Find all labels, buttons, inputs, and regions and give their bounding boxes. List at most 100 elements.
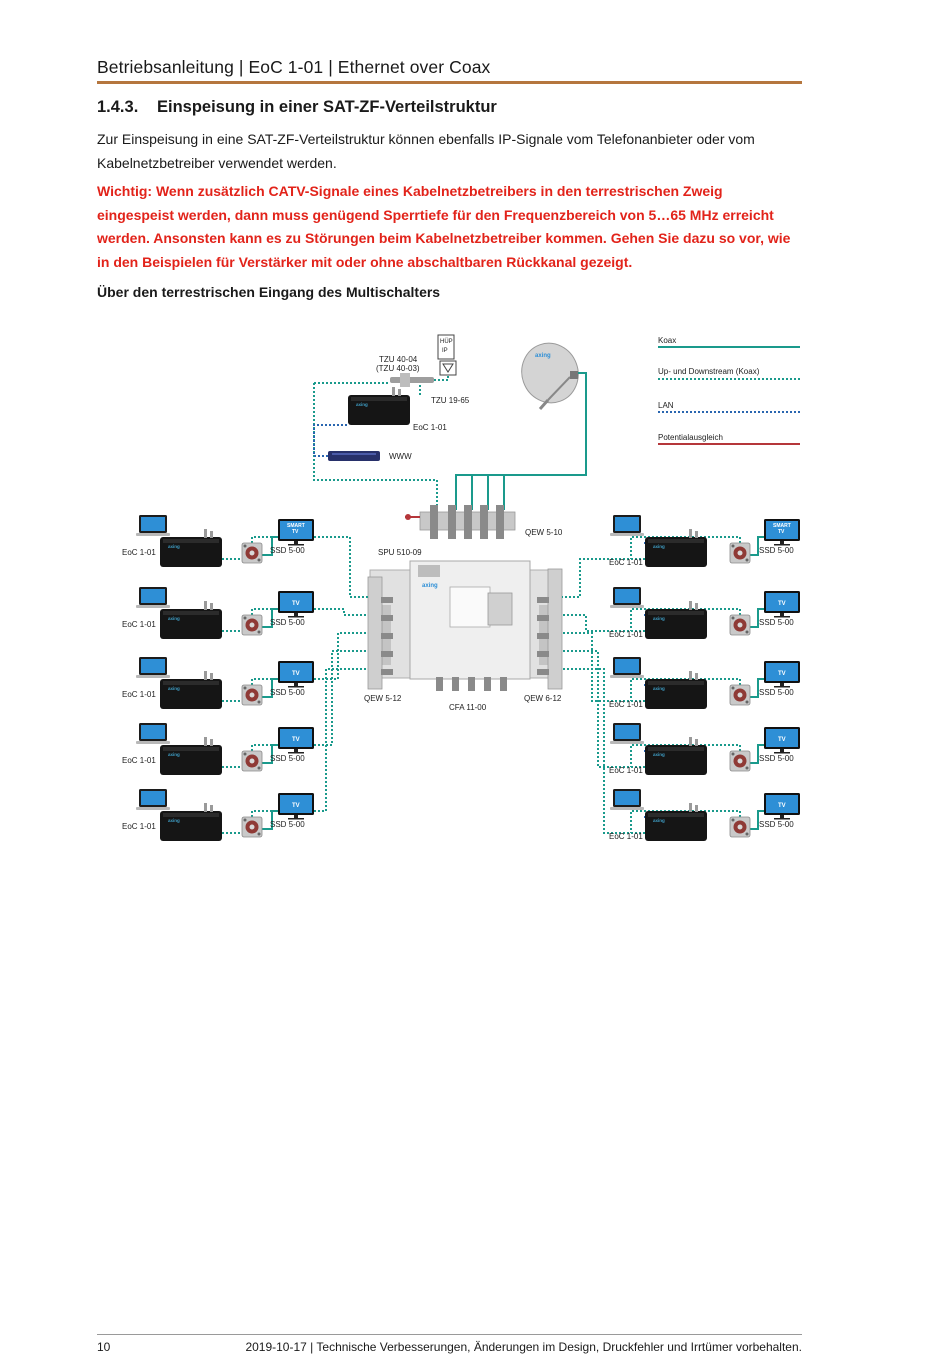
tv-label: TV — [292, 803, 300, 809]
ssd-socket-icon — [729, 816, 751, 838]
eoc-label: EoC 1-01 — [122, 822, 156, 831]
intro-paragraph: Zur Einspeisung in eine SAT-ZF-Verteilst… — [97, 131, 755, 171]
right-row: TV EoC 1-01 SSD 5-00 — [562, 632, 800, 709]
eoc-device — [645, 529, 707, 567]
tv-label: TV — [778, 671, 786, 677]
eoc-label: EoC 1-01 — [609, 832, 643, 841]
cfa-terminators — [436, 677, 507, 691]
eoc-device — [645, 601, 707, 639]
legend-label-1: Up- und Downstream (Koax) — [658, 367, 760, 376]
ssd-socket-icon — [729, 614, 751, 636]
laptop-icon — [136, 587, 170, 608]
router-device — [328, 451, 380, 461]
document-header-title: Betriebsanleitung | EoC 1-01 | Ethernet … — [97, 57, 491, 77]
coax-cable — [750, 608, 764, 628]
footer-rule — [97, 1334, 802, 1335]
coax-cable — [750, 810, 764, 830]
trunk-cable — [251, 536, 368, 598]
laptop-icon — [610, 587, 644, 608]
ssd-socket-icon — [241, 750, 263, 772]
section-number: 1.4.3. — [97, 98, 139, 116]
legend: Koax Up- und Downstream (Koax) LAN Poten… — [658, 336, 800, 445]
diagram-subheading: Über den terrestrischen Eingang des Mult… — [97, 284, 441, 300]
top-cabling — [313, 372, 587, 510]
satellite-dish: axing — [521, 342, 579, 410]
distribution-diagram: axing Koax Up- und Downstream (Koax) — [122, 334, 800, 841]
trunk-cable — [251, 632, 368, 689]
tzu-4003-label: (TZU 40-03) — [376, 364, 420, 373]
eoc-top-device — [348, 387, 410, 425]
coax-cable — [750, 744, 764, 764]
ssd-socket-icon — [241, 614, 263, 636]
trunk-cable — [562, 558, 637, 598]
eoc-device — [645, 671, 707, 709]
section-heading: 1.4.3. Einspeisung in einer SAT-ZF-Vertei… — [97, 98, 497, 117]
ssd-label: SSD 5-00 — [270, 820, 305, 829]
warning-paragraph: Wichtig: Wenn zusätzlich CATV-Signale ei… — [97, 183, 791, 270]
ssd-label: SSD 5-00 — [270, 546, 305, 555]
qew-512-label: QEW 5-12 — [364, 694, 402, 703]
eoc-label: EoC 1-01 — [609, 700, 643, 709]
tv-label: TV — [292, 671, 300, 677]
laptop-icon — [136, 657, 170, 678]
svg-text:axing: axing — [535, 353, 551, 359]
footer-note: 2019-10-17 | Technische Verbesserungen, … — [245, 1340, 802, 1354]
trunk-cable — [251, 608, 368, 619]
laptop-icon — [610, 789, 644, 810]
trunk-cable — [562, 650, 637, 768]
coax-cable — [750, 536, 764, 556]
eoc-label: EoC 1-01 — [122, 620, 156, 629]
qew-510-rail — [405, 505, 516, 539]
eoc-label: EoC 1-01 — [122, 690, 156, 699]
legend-label-2: LAN — [658, 401, 674, 410]
tv-label: SMART — [287, 523, 305, 529]
spu-label: SPU 510-09 — [378, 548, 422, 557]
eoc-top-label: EoC 1-01 — [413, 423, 447, 432]
ssd-socket-icon — [729, 684, 751, 706]
coax-cable — [750, 678, 764, 698]
tv-label: TV — [778, 737, 786, 743]
tzu-splitter — [390, 373, 434, 387]
tv-label: TV — [292, 601, 300, 607]
ssd-socket-icon — [241, 684, 263, 706]
tv-label: TV — [778, 601, 786, 607]
tv-label-line2: TV — [292, 529, 299, 535]
ssd-label: SSD 5-00 — [270, 618, 305, 627]
hup-box: HÜP IP — [437, 334, 457, 376]
eoc-label: EoC 1-01 — [609, 558, 643, 567]
legend-label-3: Potentialausgleich — [658, 433, 723, 442]
ssd-socket-icon — [241, 816, 263, 838]
multiswitch-spu: axing — [369, 560, 561, 680]
eoc-label: EoC 1-01 — [609, 766, 643, 775]
ssd-label: SSD 5-00 — [270, 754, 305, 763]
trunk-cable — [562, 614, 637, 632]
qew-512-rail — [367, 576, 393, 690]
right-row: TV EoC 1-01 SSD 5-00 — [562, 650, 800, 775]
header-rule — [97, 81, 802, 84]
section-title: Einspeisung in einer SAT-ZF-Verteilstruk… — [157, 98, 497, 116]
svg-text:IP: IP — [442, 348, 448, 354]
ssd-label: SSD 5-00 — [759, 688, 794, 697]
eoc-device — [645, 803, 707, 841]
ssd-socket-icon — [729, 750, 751, 772]
tv-label: TV — [292, 737, 300, 743]
trunk-cable — [562, 668, 637, 834]
trunk-cable — [251, 650, 368, 755]
www-label: WWW — [389, 452, 412, 461]
trunk-cable — [251, 668, 368, 821]
trunk-cable — [562, 632, 637, 702]
tv-label: SMART — [773, 523, 791, 529]
ssd-label: SSD 5-00 — [759, 820, 794, 829]
eoc-label: EoC 1-01 — [122, 756, 156, 765]
ssd-label: SSD 5-00 — [759, 546, 794, 555]
eoc-label: EoC 1-01 — [122, 548, 156, 557]
qew-612-label: QEW 6-12 — [524, 694, 562, 703]
qew-612-rail — [537, 568, 563, 690]
tzu-1965-label: TZU 19-65 — [431, 396, 470, 405]
